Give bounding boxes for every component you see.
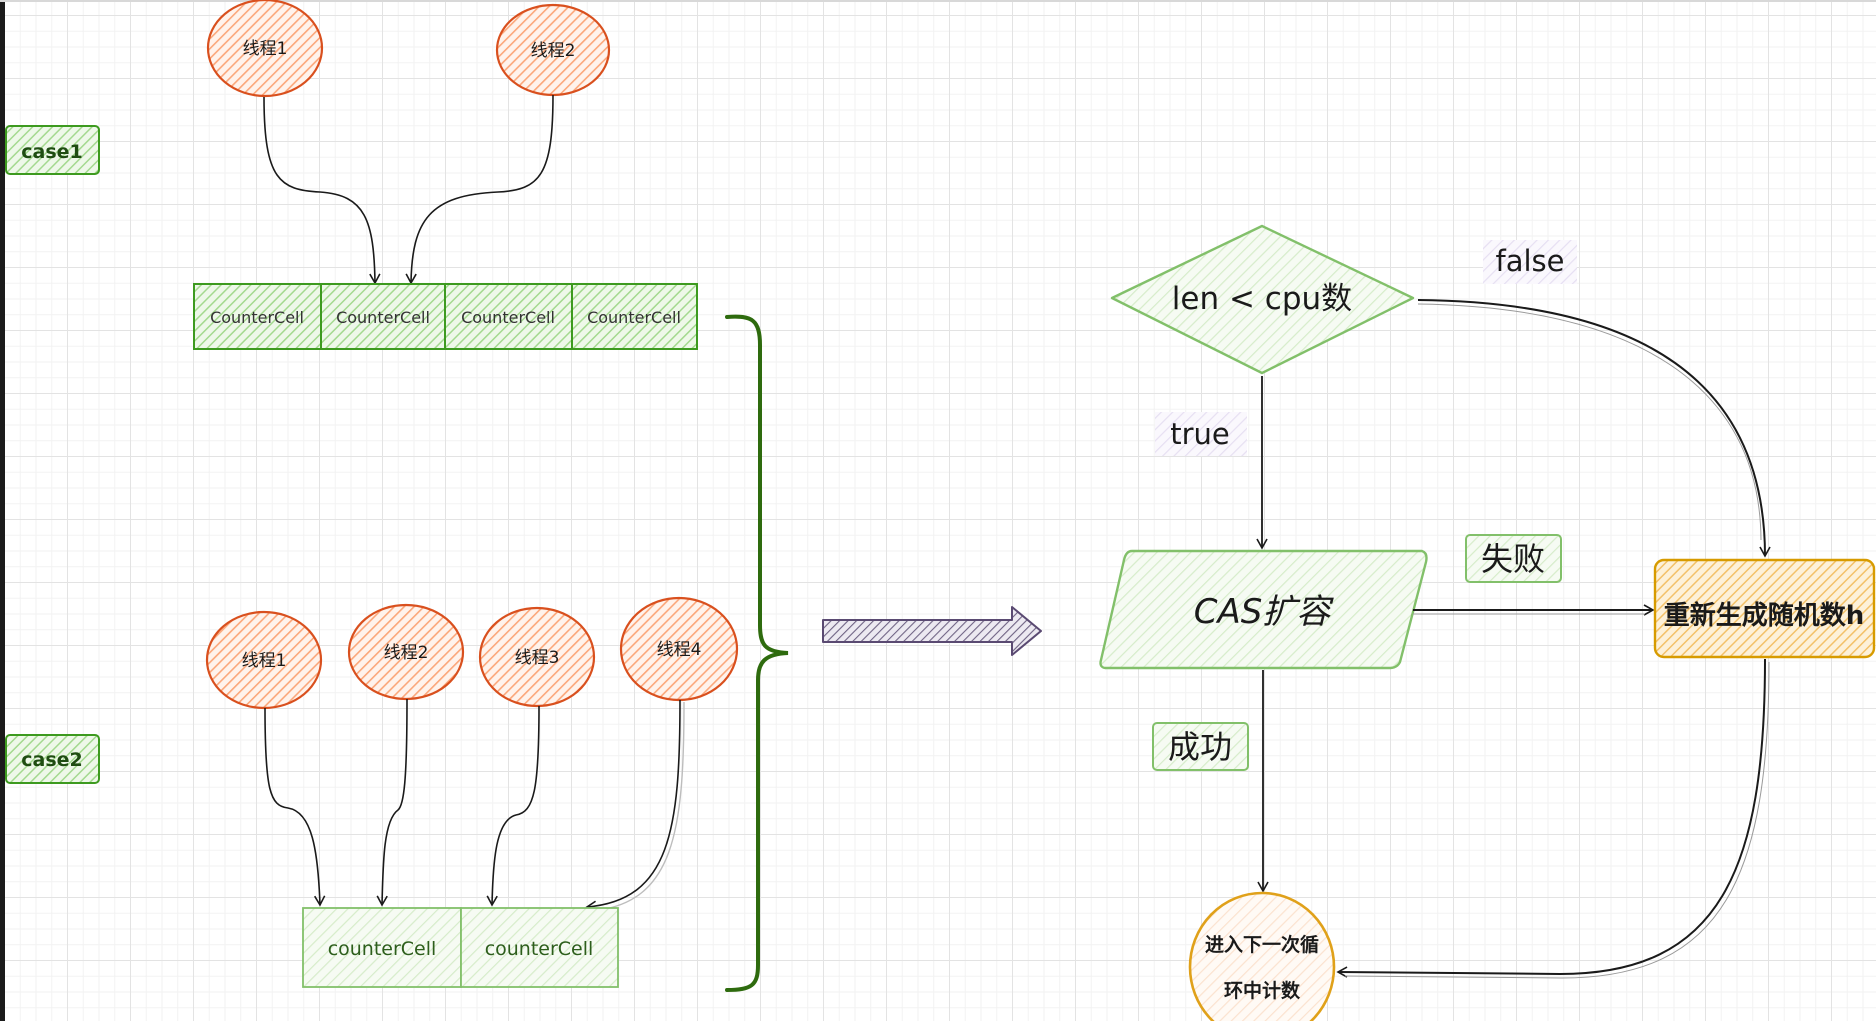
case2-thread-1-label: 线程1 (242, 651, 287, 671)
decision-diamond: len < cpu数 (1110, 224, 1415, 375)
rehash-box: 重新生成随机数h (1653, 558, 1876, 659)
arrow-rehash-to-next-loop (1336, 658, 1766, 978)
next-loop-text-line1: 进入下一次循 (1205, 933, 1319, 956)
window-left-edge (0, 0, 5, 1021)
case2-arrow-thread3 (486, 705, 540, 907)
case1-cell-4 (571, 283, 698, 350)
case1-cell-2-label: CounterCell (336, 308, 430, 327)
case2-thread-3: 线程3 (478, 606, 596, 708)
case2-thread-2: 线程2 (347, 603, 465, 701)
case1-arrow-thread1 (263, 96, 381, 285)
next-loop-circle: 进入下一次循 环中计数 (1188, 891, 1336, 1021)
next-loop-text-line2: 环中计数 (1224, 979, 1301, 1002)
fail-label: 失败 (1465, 534, 1562, 583)
case2-cell-array: counterCell counterCell (302, 907, 619, 988)
success-label: 成功 (1152, 722, 1249, 771)
window-top-edge (0, 0, 1876, 2)
case1-cell-3-label: CounterCell (461, 308, 555, 327)
case2-thread-4: 线程4 (619, 596, 739, 702)
fail-label-text: 失败 (1481, 540, 1545, 578)
arrow-decision-to-rehash-shadow (1417, 303, 1762, 541)
true-label: true (1155, 412, 1247, 456)
case1-label: case1 (5, 125, 100, 175)
case2-cell-2-label: counterCell (485, 938, 594, 960)
case1-thread-2-label: 线程2 (531, 41, 576, 61)
case1-cell-array: CounterCell CounterCell CounterCell Coun… (193, 283, 698, 350)
case1-arrow-thread2 (405, 94, 554, 285)
case2-arrow-thread2 (376, 698, 408, 907)
case2-cell-1-label: counterCell (328, 938, 437, 960)
cas-text: CAS扩容 (1194, 592, 1335, 632)
arrow-rehash-to-next-loop-shadow (1344, 661, 1770, 979)
false-label: false (1483, 240, 1577, 284)
case2-arrow-thread4 (585, 699, 681, 912)
grouping-brace (725, 314, 789, 992)
case1-cell-2 (320, 283, 446, 350)
rehash-text: 重新生成随机数h (1664, 600, 1865, 631)
case2-thread-2-label: 线程2 (384, 643, 429, 663)
arrow-decision-to-rehash (1417, 299, 1771, 558)
cas-parallelogram: CAS扩容 (1099, 549, 1428, 670)
case1-thread-1-label: 线程1 (243, 39, 288, 59)
case2-label: case2 (5, 734, 100, 784)
case1-thread-1: 线程1 (206, 0, 324, 98)
decision-text: len < cpu数 (1172, 281, 1352, 317)
case2-label-text: case2 (21, 749, 83, 771)
case2-cell-2 (460, 907, 619, 988)
transition-arrow (822, 606, 1042, 656)
false-label-text: false (1496, 244, 1565, 278)
case1-cell-1 (193, 283, 322, 350)
case2-thread-3-label: 线程3 (515, 648, 560, 668)
case2-cell-1 (302, 907, 462, 988)
case2-thread-1: 线程1 (205, 610, 323, 710)
case2-thread-4-label: 线程4 (657, 640, 702, 660)
case1-cell-4-label: CounterCell (587, 308, 681, 327)
case2-arrow-thread4-shadow (591, 701, 685, 912)
case1-cell-1-label: CounterCell (210, 308, 304, 327)
case1-thread-2: 线程2 (495, 3, 611, 97)
true-label-text: true (1170, 417, 1230, 451)
case1-label-text: case1 (21, 141, 83, 163)
case2-arrow-thread1 (264, 707, 326, 907)
success-label-text: 成功 (1168, 728, 1232, 766)
